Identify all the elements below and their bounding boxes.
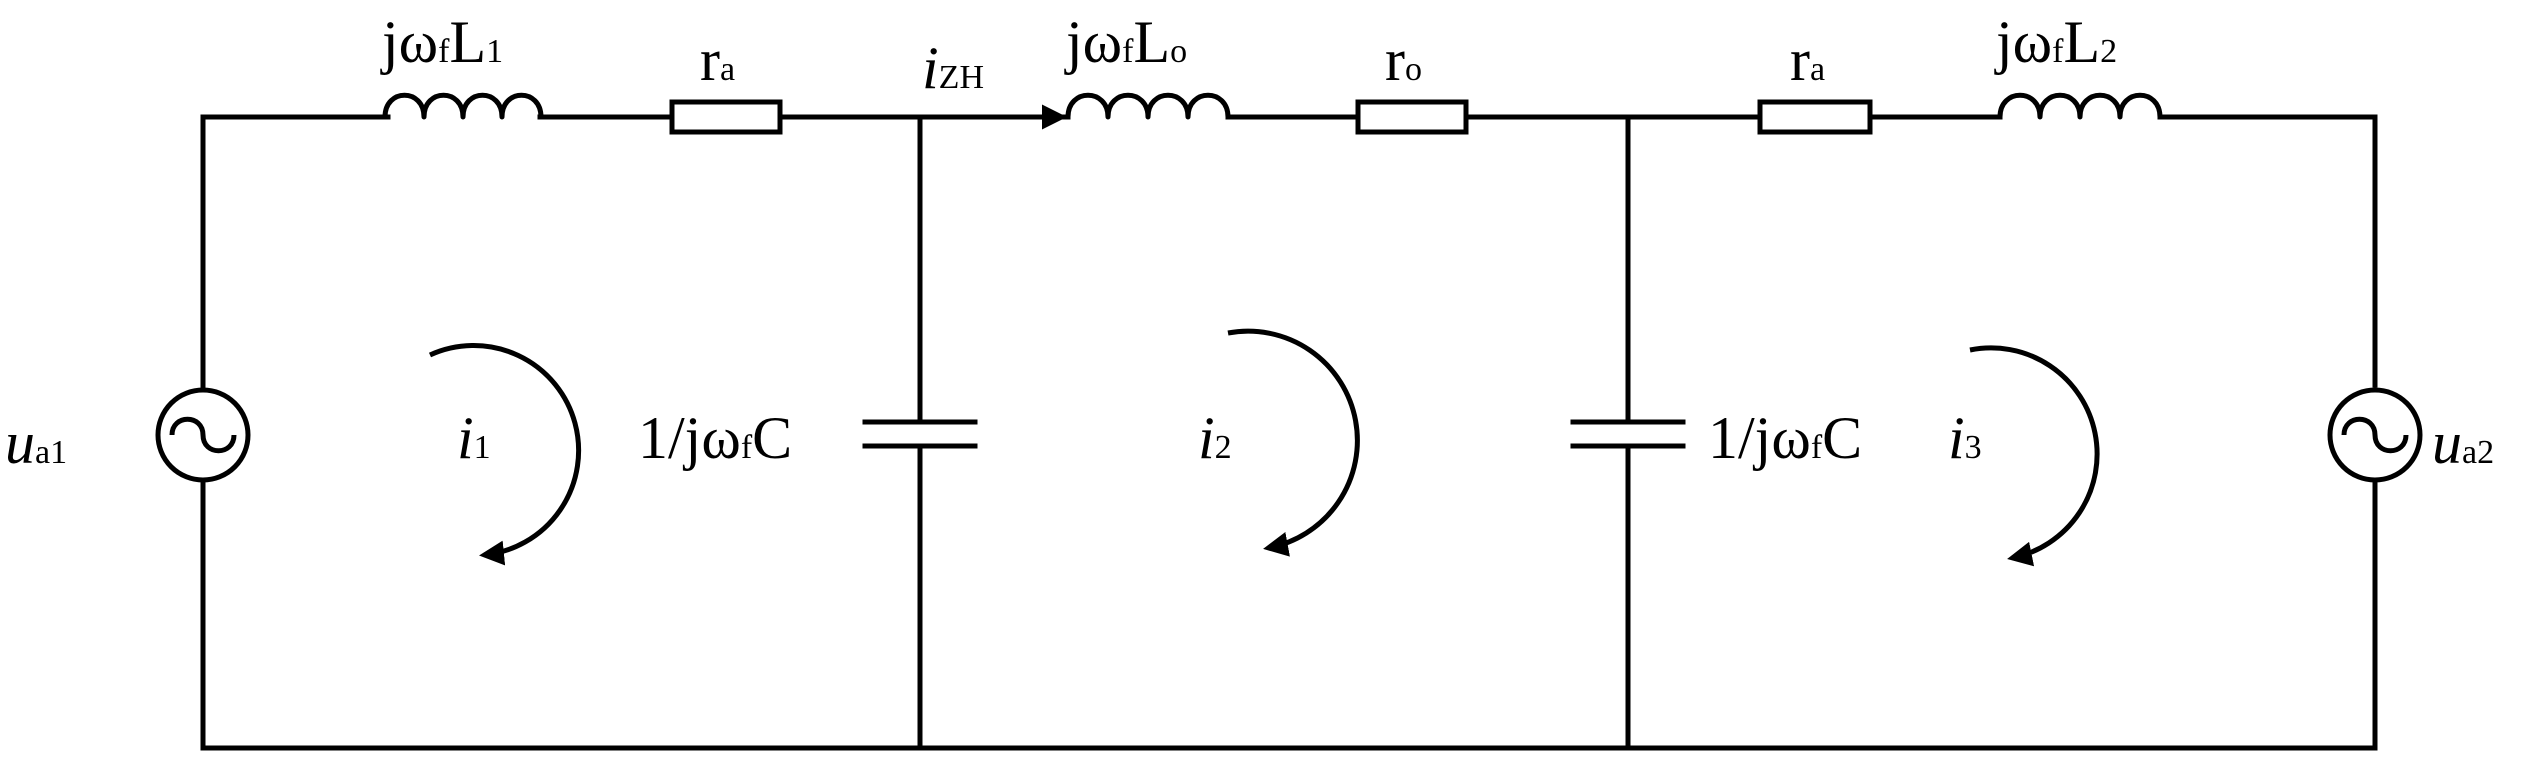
inductor-l2 [1997,92,2163,120]
source-left-label: ua1 [5,410,67,476]
resistor-ra-right-label: ra [1790,27,1825,93]
voltage-source-right [2327,387,2423,483]
capacitor-left-label: 1/jωfC [638,405,792,471]
resistor-ra-right [1757,99,1873,135]
voltage-source-left [155,387,251,483]
loop-arrow-1 [428,343,582,566]
loop-current-1-label: i1 [457,405,491,471]
left-bottom-wire [200,477,2378,751]
capacitor-left [862,419,978,449]
source-right-label: ua2 [2432,410,2494,476]
current-zh-label: iZH [922,35,984,101]
resistor-ro [1355,99,1469,135]
loop-current-2-label: i2 [1198,405,1232,471]
inductor-l1 [382,92,544,120]
right-top-wire [2157,114,2378,388]
loop-arrow-3 [1969,345,2100,567]
capacitor-right-label: 1/jωfC [1708,405,1862,471]
inductor-l2-label: jωfL2 [1994,9,2117,75]
loop-arrow-2 [1227,328,1360,557]
resistor-ra-left [669,99,783,135]
inductor-l0 [1065,92,1231,120]
wires [200,114,2378,751]
resistor-ra-left-label: ra [700,27,735,93]
capacitor-right [1570,419,1686,449]
inductor-l0-label: jωfLo [1064,9,1187,75]
loop-current-3-label: i3 [1948,405,1982,471]
inductor-l1-label: jωfL1 [380,9,503,75]
resistor-ro-label: ro [1385,27,1422,93]
left-top-wire [200,114,391,433]
